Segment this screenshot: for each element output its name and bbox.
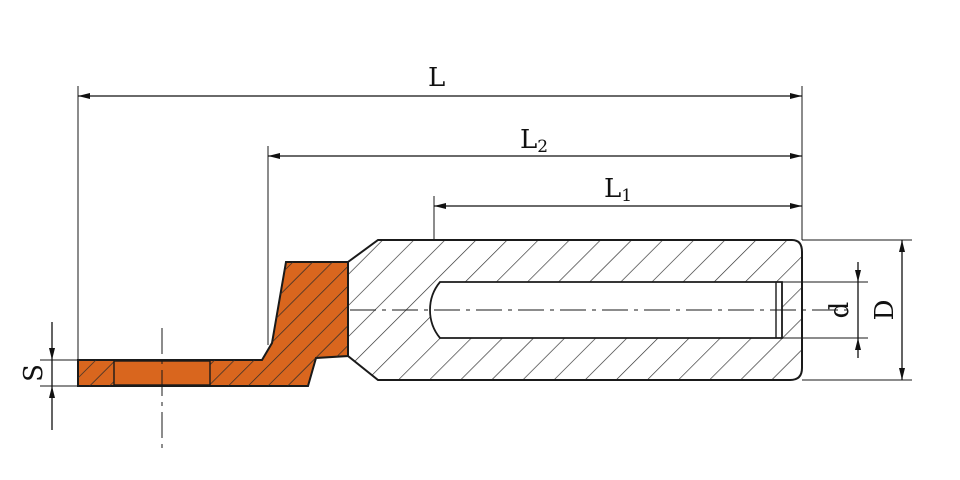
label-L2: L2 xyxy=(520,125,548,157)
tongue-hatch xyxy=(78,262,348,386)
label-D: D xyxy=(870,300,900,321)
label-S: S xyxy=(19,364,49,382)
label-L1: L1 xyxy=(604,174,632,206)
label-L: L xyxy=(428,63,445,93)
extension-lines xyxy=(40,86,912,387)
lug-body xyxy=(77,239,803,387)
dimension-lines xyxy=(49,93,905,430)
label-d: d xyxy=(825,302,855,319)
center-lines xyxy=(161,309,850,452)
